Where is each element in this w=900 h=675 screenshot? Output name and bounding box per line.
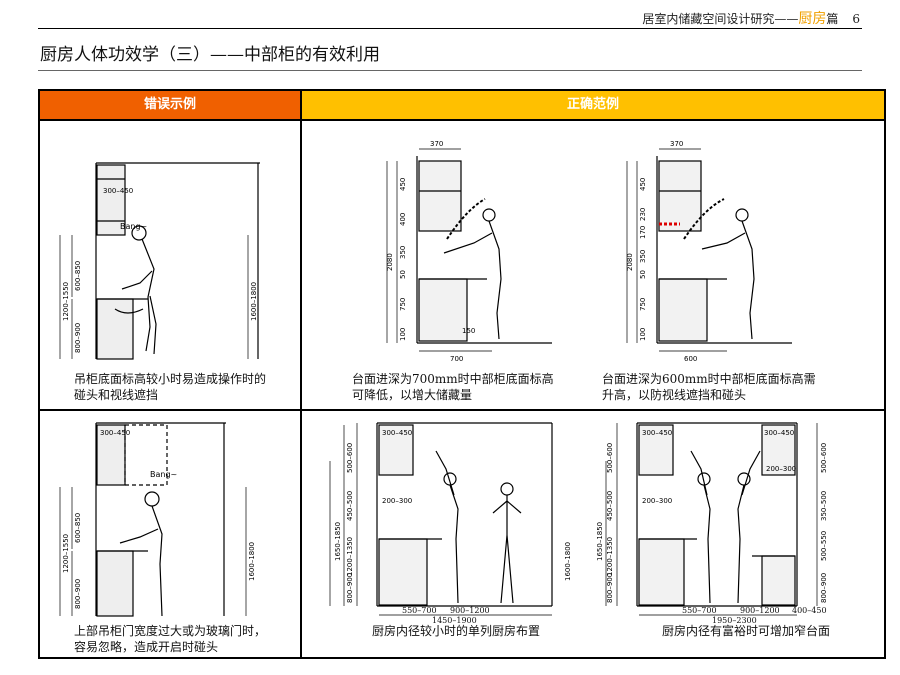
row1-right1-caption: 台面进深为700mm时中部柜底面标高可降低，以增大储藏量: [352, 372, 554, 402]
header-section: 厨房: [798, 11, 827, 27]
column-header-wrong: 错误示例: [40, 91, 300, 119]
row1-right1-drawing: 370 700 450 400 350 50 750 100 2080 150: [386, 140, 552, 363]
dim-1200-1350-a: 1200–1350: [346, 537, 354, 576]
dim-1200-1550: 1200–1550: [62, 282, 70, 321]
row2-right2-drawing: 300–450 300–450 500–600 450–500 1650–185…: [596, 422, 828, 616]
dim-500-600-b: 500–600: [606, 443, 614, 473]
dim-200-300-a: 200–300: [382, 497, 412, 505]
dim-1200-1550-b: 1200–1550: [62, 534, 70, 573]
dim-100-a: 100: [399, 328, 407, 341]
dim-200-300-c: 200–300: [766, 465, 796, 473]
dim-1600-1800-c: 1600–1800: [564, 542, 572, 581]
dim-400: 400: [399, 213, 407, 226]
dim-350: 350: [399, 246, 407, 259]
row2-wrong-cell: 300–450 Bang~ 600–850 1200–1550 800–900 …: [40, 411, 300, 659]
row1-wrong-caption: 吊柜底面标高较小时易造成操作时的碰头和视线遮挡: [74, 372, 267, 402]
dim-800-900-e: 800–900: [820, 573, 828, 603]
dim-600-850: 600–850: [74, 261, 82, 291]
dim-450-500-b: 450–500: [606, 491, 614, 521]
row2-wrong-caption: 上部吊柜门宽度过大或为玻璃门时，容易忽略，造成开启时碰头: [74, 624, 267, 654]
dim-170: 170: [639, 226, 647, 239]
row1-wrong-cell: 300–450 Bang~ 600–850 1200–1550 800–900 …: [40, 121, 300, 409]
dim-150: 150: [462, 327, 475, 335]
dim-1950-2300: 1950–2300: [712, 616, 757, 625]
dim-350-b: 350: [639, 250, 647, 263]
dim-300-450-d: 300–450: [642, 429, 672, 437]
row2-right1-drawing: 300–450 500–600 450–500 1650–1850 1200–1…: [329, 422, 572, 616]
page-number: 6: [852, 12, 860, 26]
dim-500-550: 500–550: [820, 531, 828, 561]
dim-300-450: 300–450: [103, 187, 133, 195]
header-divider: [40, 119, 884, 121]
dim-600-850-b: 600–850: [74, 513, 82, 543]
dim-2080-b: 2080: [626, 253, 634, 271]
row1-right1-cell: 370 700 450 400 350 50 750 100 2080 150 …: [302, 121, 592, 409]
dim-500-600-c: 500–600: [820, 443, 828, 473]
row2-right1-cell: 300–450 500–600 450–500 1650–1850 1200–1…: [302, 411, 592, 659]
header-rule: [38, 28, 862, 29]
column-divider: [300, 91, 302, 657]
row2-right2-cell: 300–450 300–450 500–600 450–500 1650–185…: [592, 411, 884, 659]
dim-600: 600: [684, 355, 697, 363]
row2-right2-caption: 厨房内径有富裕时可增加窄台面: [662, 624, 831, 638]
column-header-right: 正确范例: [302, 91, 884, 119]
dim-230: 230: [639, 208, 647, 221]
row1-wrong-drawing: 300–450 Bang~ 600–850 1200–1550 800–900 …: [59, 162, 260, 360]
header-text: 居室内储藏空间设计研究——: [642, 12, 799, 26]
dim-800-900-d: 800–900: [606, 573, 614, 603]
dim-450-500-a: 450–500: [346, 491, 354, 521]
dim-50-b: 50: [639, 270, 647, 279]
row2-right1-caption: 厨房内径较小时的单列厨房布置: [372, 624, 541, 638]
dim-800-900: 800–900: [74, 323, 82, 353]
row2-wrong-drawing: 300–450 Bang~ 600–850 1200–1550 800–900 …: [59, 422, 256, 617]
dim-1650-1850-b: 1650–1850: [596, 522, 604, 561]
dim-450-a: 450: [399, 178, 407, 191]
bang-label: Bang~: [120, 222, 147, 231]
row1-right2-caption: 台面进深为600mm时中部柜底面标高需升高，以防视线遮挡和碰头: [602, 372, 816, 402]
dim-350-500: 350–500: [820, 491, 828, 521]
dim-400-450: 400–450: [792, 606, 827, 615]
page-title: 厨房人体功效学（三）——中部柜的有效利用: [40, 45, 380, 65]
dim-300-450-e: 300–450: [764, 429, 794, 437]
header-suffix: 篇: [826, 12, 839, 26]
dim-800-900-c: 800–900: [346, 573, 354, 603]
dim-800-900-b: 800–900: [74, 579, 82, 609]
dim-550-700-b: 550–700: [682, 606, 717, 615]
dim-50-a: 50: [399, 270, 407, 279]
dim-300-450-b: 300–450: [100, 429, 130, 437]
dim-500-600-a: 500–600: [346, 443, 354, 473]
dim-100-b: 100: [639, 328, 647, 341]
row1-right2-drawing: 370 600 450 230 170 350 50 750 100 2080: [626, 140, 792, 363]
dim-700: 700: [450, 355, 463, 363]
dim-900-1200-a: 900–1200: [450, 606, 490, 615]
dim-900-1200-b: 900–1200: [740, 606, 780, 615]
comparison-table: 错误示例 正确范例: [38, 89, 886, 659]
dim-550-700-a: 550–700: [402, 606, 437, 615]
row-divider: [40, 409, 884, 411]
dim-1650-1850-a: 1650–1850: [334, 522, 342, 561]
title-rule: [38, 70, 862, 71]
dim-450-b: 450: [639, 178, 647, 191]
dim-1450-1900: 1450–1900: [432, 616, 477, 625]
bang-label-b: Bang~: [150, 470, 177, 479]
dim-750-a: 750: [399, 298, 407, 311]
dim-1600-1800: 1600–1800: [250, 282, 258, 321]
dim-1600-1800-b: 1600–1800: [248, 542, 256, 581]
dim-370-a: 370: [430, 140, 443, 148]
row1-right2-cell: 370 600 450 230 170 350 50 750 100 2080 …: [592, 121, 884, 409]
dim-300-450-c: 300–450: [382, 429, 412, 437]
dim-370-b: 370: [670, 140, 683, 148]
dim-2080-a: 2080: [386, 253, 394, 271]
dim-200-300-b: 200–300: [642, 497, 672, 505]
dim-1200-1350-b: 1200–1350: [606, 537, 614, 576]
dim-750-b: 750: [639, 298, 647, 311]
